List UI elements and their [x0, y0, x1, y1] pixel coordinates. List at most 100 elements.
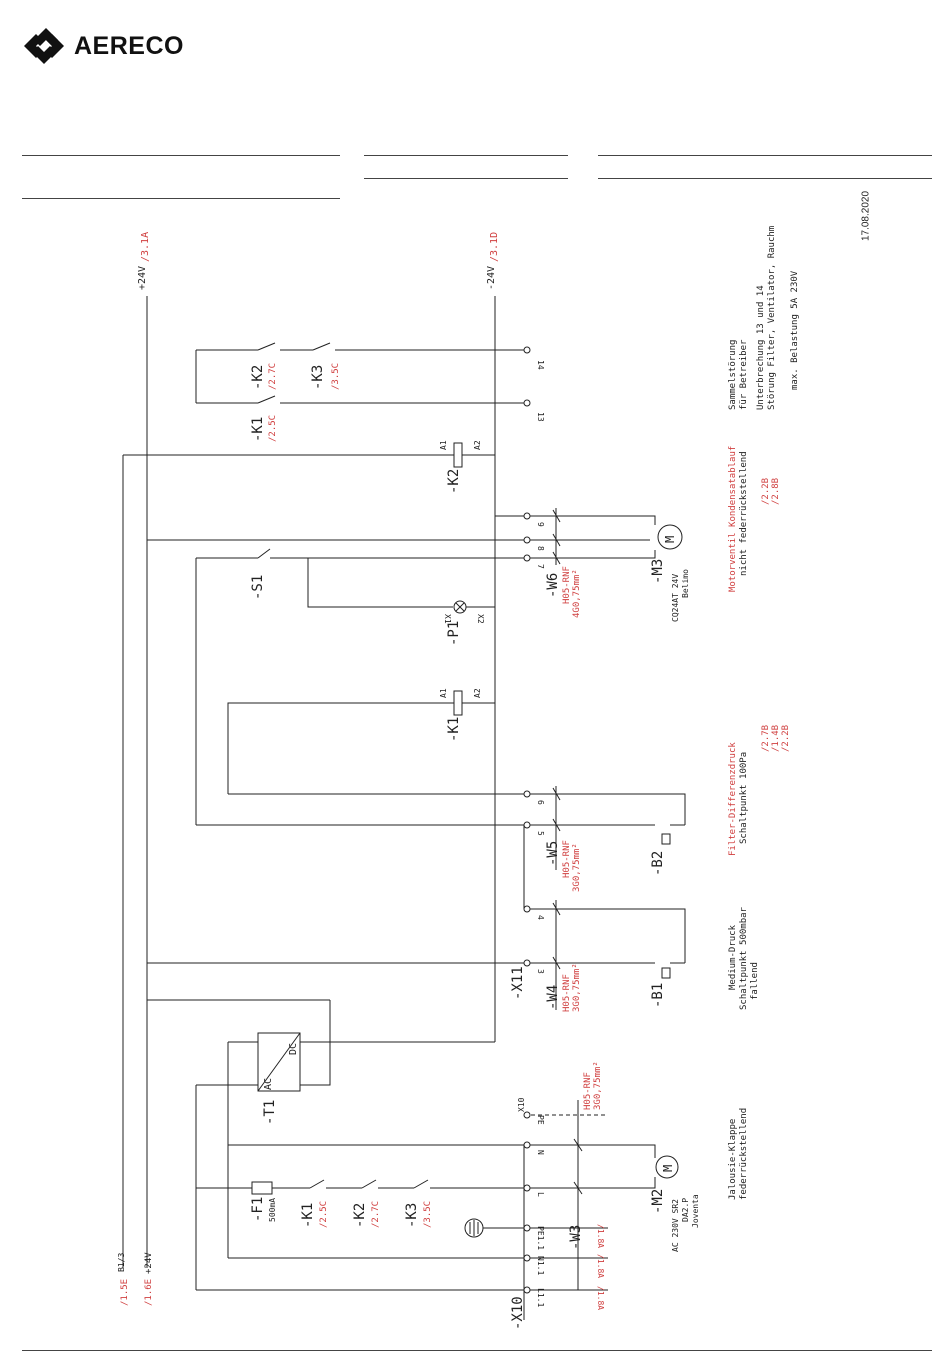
b2-label: -B2 [650, 851, 666, 876]
terminal-13: 13 [536, 412, 545, 422]
xref-2-8b: /2.8B [771, 478, 781, 505]
p1-x1: X1 [443, 614, 452, 624]
m3-brand: Belimo [681, 569, 690, 598]
k1-coil-a1: A1 [439, 688, 448, 698]
ref-1-8a-n: /1.8A [596, 1254, 605, 1278]
k2-contact-label: -K2 [250, 365, 266, 390]
terminal-pe1: PE1.1 [536, 1226, 545, 1250]
m2-brand: Joventa [691, 1194, 700, 1228]
k2-coil-label: -K2 [446, 469, 462, 494]
rail-bottom-left-b3: B1/3 [117, 1253, 126, 1272]
m2-label: -M2 [650, 1189, 666, 1214]
terminal-5: 5 [536, 831, 545, 836]
note-valve-2: nicht federrückstellend [739, 451, 749, 576]
brand-name: AERECO [74, 31, 184, 60]
terminal-pe: PE [536, 1115, 545, 1125]
k2-coil-a2: A2 [473, 440, 482, 450]
terminal-l1: L1.1 [536, 1288, 545, 1307]
xref-2-7b: /2.7B [761, 725, 771, 752]
w4-cable: H05-RNF [562, 974, 572, 1012]
t1-dc: DC [288, 1043, 299, 1055]
f1-value: 500mA [268, 1198, 277, 1222]
terminal-6: 6 [536, 800, 545, 805]
ref-1-8a-pe: /1.8A [596, 1224, 605, 1248]
x10-label: -X10 [510, 1296, 526, 1330]
xref-2-2b-b: /2.2B [781, 725, 791, 752]
w3-label: -W3 [568, 1225, 584, 1250]
header-line [364, 155, 568, 156]
k1-contact-ref: /2.5C [268, 415, 278, 442]
w6-size: 4G0,75mm² [572, 569, 582, 618]
header-line [22, 155, 340, 156]
header-line [598, 155, 932, 156]
xref-2-2b: /2.2B [761, 478, 771, 505]
k3-aux-label: -K3 [404, 1203, 420, 1228]
f1-label: -F1 [250, 1197, 266, 1222]
terminal-4: 4 [536, 915, 545, 920]
w6-label: -W6 [545, 573, 561, 598]
k3-contact-label: -K3 [310, 365, 326, 390]
brand-logo: AERECO [22, 26, 184, 66]
k3-contact-ref: /3.5C [331, 363, 341, 390]
note-alarm-1: Sammelstörung [728, 340, 738, 410]
note-medium-1: Medium-Druck [728, 924, 738, 990]
note-alarm-4: Störung Filter, Ventilator, Rauchm [767, 226, 777, 410]
note-alarm-2: für Betreiber [739, 339, 749, 410]
k2-contact-ref: /2.7C [268, 363, 278, 390]
ref-1-8a-l: /1.8A [596, 1286, 605, 1310]
terminal-n: N [536, 1150, 545, 1155]
t1-label: -T1 [262, 1100, 278, 1125]
m2-motor-symbol: M [661, 1165, 675, 1172]
w3-size: 3G0,75mm² [593, 1061, 603, 1110]
terminal-n1: N1.1 [536, 1256, 545, 1275]
rail-top-right: -24V [486, 266, 497, 290]
m2-model: DA2.P [681, 1198, 690, 1222]
x11-label: -X11 [510, 966, 526, 1000]
w4-size: 3G0,75mm² [572, 963, 582, 1012]
note-alarm-5: max. Belastung 5A 230V [790, 270, 800, 390]
note-filter-2: Schaltpunkt 100Pa [739, 752, 749, 844]
k1-contact-label: -K1 [250, 417, 266, 442]
w4-label: -W4 [545, 985, 561, 1010]
m3-label: -M3 [650, 559, 666, 584]
k1-coil-a2: A2 [473, 688, 482, 698]
p1-x2: X2 [476, 614, 485, 624]
note-valve-1: Motorventil Kondensatablauf [728, 446, 738, 592]
note-damper-1: Jalousie-Klappe [728, 1119, 738, 1200]
k1-aux-label: -K1 [300, 1203, 316, 1228]
aereco-logo-icon [24, 28, 64, 64]
p1-label: -P1 [446, 621, 462, 646]
w5-label: -W5 [545, 841, 561, 866]
note-alarm-3: Unterbrechung 13 und 14 [756, 285, 766, 410]
note-medium-2: Schaltpunkt 500mbar [739, 906, 749, 1010]
k2-coil-a1: A1 [439, 440, 448, 450]
xref-1-4b: /1.4B [771, 725, 781, 752]
m3-motor-symbol: M [663, 536, 677, 543]
rail-bottom-left-ref: /1.5E [120, 1279, 130, 1306]
rail-bottom-mid-label: +24V [144, 1252, 154, 1274]
header-line [364, 178, 568, 179]
k1-coil-label: -K1 [446, 717, 462, 742]
header-line [22, 198, 340, 199]
terminal-7: 7 [536, 564, 545, 569]
m2-type: AC 230V SR2 [671, 1199, 680, 1252]
footer-line [22, 1350, 932, 1351]
k3-aux-ref: /3.5C [423, 1201, 433, 1228]
k2-aux-label: -K2 [352, 1203, 368, 1228]
k1-aux-ref: /2.5C [319, 1201, 329, 1228]
header-line [598, 178, 932, 179]
rail-top-right-ref: /3.1D [489, 232, 500, 262]
terminal-14: 14 [536, 360, 545, 370]
t1-ac: AC [263, 1078, 274, 1090]
terminal-l: L [536, 1192, 545, 1197]
terminal-3: 3 [536, 969, 545, 974]
w5-size: 3G0,75mm² [572, 843, 582, 892]
terminal-8: 8 [536, 546, 545, 551]
k2-aux-ref: /2.7C [371, 1201, 381, 1228]
note-damper-2: federrückstellend [739, 1108, 749, 1200]
rail-bottom-mid-ref: /1.6E [144, 1279, 154, 1306]
note-filter-1: Filter-Differenzdruck [728, 742, 738, 856]
w6-cable: H05-RNF [562, 566, 572, 604]
m3-type: CQ24AT 24V [671, 574, 680, 622]
